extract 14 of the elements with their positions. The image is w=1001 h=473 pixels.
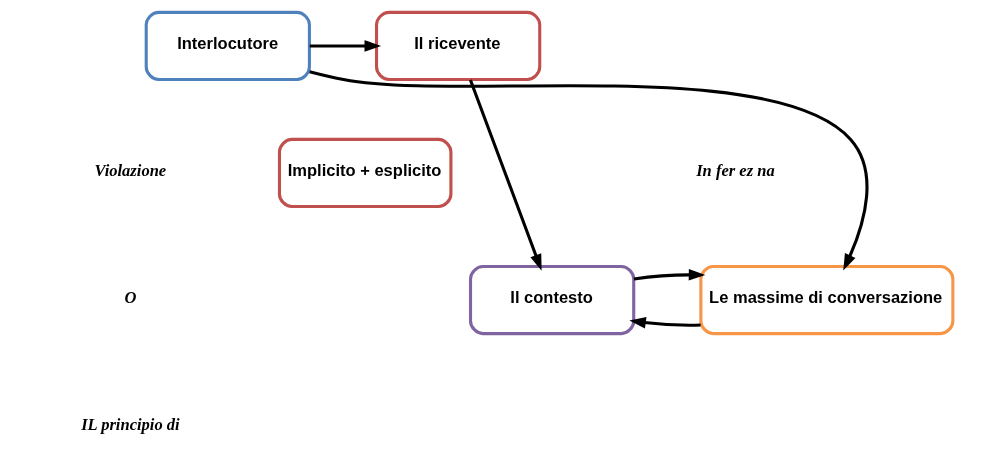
arrow bbox=[309, 40, 381, 52]
label: In fer ez na bbox=[695, 160, 775, 180]
arrow bbox=[308, 70, 868, 271]
node-box: Implicito + esplicito bbox=[277, 137, 452, 209]
node-box: Interlocutore bbox=[144, 10, 311, 82]
arrow bbox=[628, 316, 701, 329]
label: O bbox=[124, 287, 136, 307]
label: Violazione bbox=[94, 160, 166, 180]
arrow bbox=[468, 79, 542, 271]
node-box: Il ricevente bbox=[374, 10, 541, 82]
node-box: Il contesto bbox=[468, 264, 635, 336]
label: IL principio di bbox=[80, 414, 180, 434]
node-box: Le massime di conversazione bbox=[698, 264, 954, 336]
arrow bbox=[633, 269, 705, 281]
